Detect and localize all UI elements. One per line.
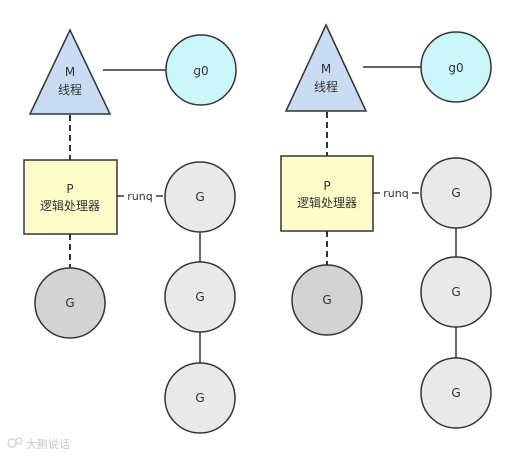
g0-label: g0: [448, 61, 463, 75]
p-label: P: [323, 179, 330, 193]
runq-goroutine: [420, 357, 492, 429]
runq-goroutine: [420, 157, 492, 229]
m-thread-triangle: [284, 23, 368, 112]
panel-left: M 线程 g0 P 逻辑处理器 runq G G G G: [23, 28, 237, 434]
runq-goroutine-label: G: [195, 391, 204, 405]
p-sublabel: 逻辑处理器: [297, 196, 357, 210]
runq-label-bg: [380, 186, 412, 200]
m-label: M: [321, 62, 331, 76]
runq-goroutine-label: G: [451, 285, 460, 299]
watermark-icon: [7, 437, 23, 448]
p-processor-box: [280, 155, 374, 232]
runq-label: runq: [383, 187, 408, 200]
watermark: 大鹏说话: [7, 437, 70, 451]
runq-goroutine: [420, 256, 492, 328]
runq-label: runq: [127, 190, 152, 203]
running-goroutine: [34, 267, 106, 339]
running-goroutine: [291, 264, 363, 336]
runq-goroutine-label: G: [195, 190, 204, 204]
panel-right: M 线程 g0 P 逻辑处理器 runq G G G G: [280, 23, 492, 429]
m-thread-triangle: [28, 28, 112, 115]
runq-goroutine-label: G: [195, 290, 204, 304]
p-processor-box: [23, 159, 118, 235]
watermark-text: 大鹏说话: [26, 437, 70, 451]
m-label: M: [65, 65, 75, 79]
m-sublabel: 线程: [58, 82, 82, 97]
g0-label: g0: [193, 64, 208, 78]
running-goroutine-label: G: [65, 296, 74, 310]
runq-goroutine-label: G: [451, 386, 460, 400]
runq-goroutine: [164, 362, 236, 434]
p-sublabel: 逻辑处理器: [40, 199, 100, 213]
runq-label-bg: [124, 189, 156, 203]
runq-goroutine: [164, 161, 236, 233]
m-sublabel: 线程: [314, 79, 338, 94]
running-goroutine-label: G: [322, 293, 331, 307]
runq-goroutine-label: G: [451, 186, 460, 200]
g0-circle: [420, 31, 492, 103]
runq-goroutine: [164, 261, 236, 333]
g0-circle: [165, 34, 237, 106]
p-label: P: [66, 182, 73, 196]
